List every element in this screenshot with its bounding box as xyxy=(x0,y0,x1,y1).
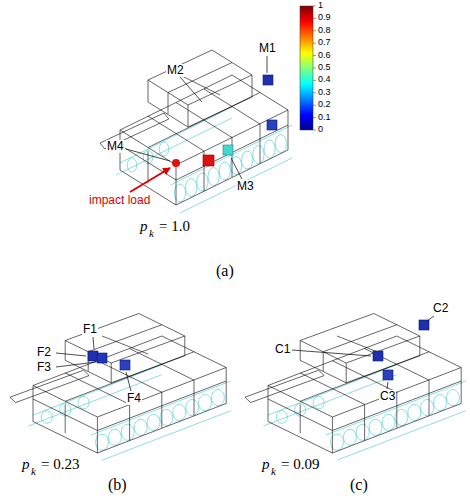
color-bar xyxy=(300,6,313,130)
color-bar-ticks xyxy=(313,6,316,130)
colorbar-tick-label: 0.9 xyxy=(318,13,331,23)
probability-symbol: p xyxy=(22,456,30,473)
load-label: impact load xyxy=(88,194,151,207)
tank-wireframe xyxy=(100,50,292,213)
colorbar-tick-label: 0.8 xyxy=(318,26,331,36)
sensor-cube xyxy=(267,120,277,130)
probability-symbol: p xyxy=(262,456,270,473)
sensor-cube xyxy=(97,353,107,363)
tank-wireframe xyxy=(245,314,466,461)
callout-label: C3 xyxy=(379,390,396,403)
callout-label: M2 xyxy=(166,64,185,77)
callout-label: F2 xyxy=(36,346,52,359)
colorbar-tick-label: 0.1 xyxy=(318,113,331,123)
colorbar-tick-label: 1 xyxy=(318,1,323,11)
probability-subscript: k xyxy=(271,465,276,477)
impact-point xyxy=(172,159,180,167)
callout-label: F1 xyxy=(82,323,98,336)
sensor-cube xyxy=(223,145,233,155)
callout-label: F4 xyxy=(126,392,142,405)
sensor-cube xyxy=(419,320,429,330)
sensor-cube xyxy=(263,75,273,85)
callout-label: M1 xyxy=(258,42,277,55)
callout-label: F3 xyxy=(36,361,52,374)
colorbar-tick-label: 0.3 xyxy=(318,88,331,98)
sensor-cube xyxy=(203,155,214,166)
probability-subscript: k xyxy=(31,465,36,477)
colorbar-tick-label: 0 xyxy=(318,125,323,135)
colorbar-tick-label: 0.6 xyxy=(318,51,331,61)
impact-arrow xyxy=(130,168,170,192)
probability-value: = 1.0 xyxy=(159,218,190,235)
probability-value: = 0.09 xyxy=(281,456,319,473)
sensor-cube xyxy=(383,370,393,380)
callout-label: C2 xyxy=(432,302,449,315)
probability-symbol: p xyxy=(140,218,148,235)
sensor-cube xyxy=(120,360,130,370)
colorbar-tick-label: 0.2 xyxy=(318,100,331,110)
sensor-cube xyxy=(88,351,98,361)
callout-label: M3 xyxy=(236,180,255,193)
panel-caption: (c) xyxy=(350,476,368,494)
callout-label: C1 xyxy=(274,343,291,356)
probability-subscript: k xyxy=(149,227,154,239)
colorbar-tick-label: 0.5 xyxy=(318,63,331,73)
probability-value: = 0.23 xyxy=(41,456,79,473)
panel-caption: (a) xyxy=(216,262,234,280)
leader-lines xyxy=(56,56,434,391)
sensor-cube xyxy=(373,351,383,361)
panel-caption: (b) xyxy=(108,476,127,494)
colorbar-tick-label: 0.4 xyxy=(318,75,331,85)
colorbar-tick-label: 0.7 xyxy=(318,38,331,48)
tank-wireframe xyxy=(10,314,231,461)
callout-label: M4 xyxy=(106,140,125,153)
